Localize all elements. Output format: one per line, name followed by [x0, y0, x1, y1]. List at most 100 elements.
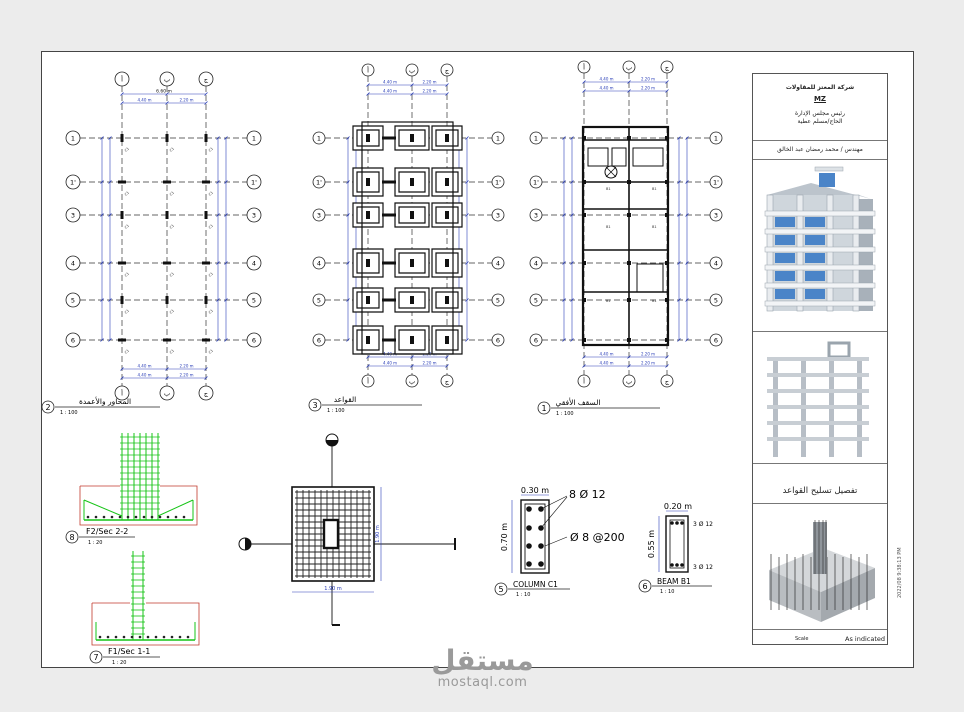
grid-label: 5	[714, 297, 718, 305]
grid-bubble	[246, 292, 262, 308]
svg-text:B1: B1	[652, 225, 657, 229]
grid-label: ج	[204, 390, 209, 398]
grid-label: 4	[714, 260, 718, 268]
grid-bubble	[312, 175, 326, 189]
column-mark	[445, 296, 449, 304]
footing-section-f2: 8 F2/Sec 2-2 1 : 20	[65, 433, 198, 546]
rebar-dot	[122, 635, 126, 639]
grid-label: 4	[534, 260, 538, 268]
grid-label: 1'	[316, 179, 322, 187]
footing-reinforcement-detail: 1.90 m 1.90 m	[238, 433, 456, 626]
grid-bubble	[198, 71, 214, 87]
grid-bubble	[246, 207, 262, 223]
footing-detail-caption: تفصيل تسليح القواعد	[782, 486, 858, 496]
rebar-dot	[98, 635, 102, 639]
svg-text:2.20 m: 2.20 m	[641, 77, 655, 82]
column-mark	[165, 134, 169, 142]
company-name: شركة المعتز للمقاولات	[785, 84, 855, 91]
beam-section-b1: 0.20 m 0.55 m 3 Ø 12 3 Ø 12 6 BEAM B1 1 …	[638, 502, 713, 595]
column-mark	[665, 338, 669, 342]
rebar-dot	[170, 635, 174, 639]
svg-text:F2/Sec 2-2: F2/Sec 2-2	[86, 527, 128, 536]
grid-label: 3	[252, 212, 256, 220]
grid-bubble	[491, 175, 505, 189]
grid-bubble	[709, 256, 723, 270]
column-mark	[366, 336, 370, 344]
column-mark	[582, 213, 586, 217]
column-mark	[202, 180, 210, 184]
grid-bubble	[440, 63, 454, 77]
svg-text:C1: C1	[124, 224, 130, 230]
rebar-dot	[166, 515, 170, 519]
svg-text:C1: C1	[208, 272, 214, 278]
column-mark	[665, 213, 669, 217]
grid-bubble	[405, 374, 419, 388]
grid-bubble	[312, 293, 326, 307]
scale-label: Scale	[795, 636, 809, 642]
grid-label: 4	[317, 260, 321, 268]
column-mark	[202, 338, 210, 342]
svg-text:C1: C1	[208, 191, 214, 197]
building-frame-elevation	[767, 341, 869, 457]
svg-text:C1: C1	[208, 349, 214, 355]
svg-text:2.20 m: 2.20 m	[179, 364, 193, 369]
column-mark	[582, 180, 586, 184]
svg-text:4.40 m: 4.40 m	[137, 364, 151, 369]
grid-bubble	[361, 374, 375, 388]
column-mark	[165, 211, 169, 219]
column-mark	[410, 211, 414, 219]
grid-bubble	[65, 207, 81, 223]
grid-label: 1	[714, 135, 718, 143]
svg-text:C1: C1	[169, 272, 175, 278]
svg-text:4.40 m: 4.40 m	[599, 361, 613, 366]
svg-text:5: 5	[498, 585, 503, 594]
engineer-name: مهندس / محمد رمضان عبد الخالق	[777, 146, 863, 153]
rebar-dot	[150, 515, 154, 519]
grid-label: 6	[71, 337, 75, 345]
svg-text:4.40 m: 4.40 m	[383, 80, 397, 85]
grid-bubble	[709, 131, 723, 145]
column-mark	[118, 338, 126, 342]
grid-label: ج	[665, 378, 670, 386]
rebar-dot	[126, 515, 130, 519]
grid-label: ب	[626, 378, 632, 386]
view-title-axes-plan: 2 المحاور والأعمدة 1 : 100	[41, 396, 160, 416]
grid-label: 3	[714, 212, 718, 220]
view-title-footing-plan: 3 القواعد 1 : 100	[308, 395, 422, 414]
grid-bubble	[312, 333, 326, 347]
scale-value: As indicated	[845, 635, 885, 643]
grid-label: 1	[317, 135, 321, 143]
rebar-dot	[130, 635, 134, 639]
column-mark	[665, 180, 669, 184]
grid-label: ب	[626, 64, 632, 72]
column-mark	[163, 338, 171, 342]
column-mark	[163, 180, 171, 184]
svg-text:COLUMN C1: COLUMN C1	[513, 580, 558, 589]
grid-label: ج	[665, 64, 670, 72]
grid-bubble	[65, 332, 81, 348]
grid-bubble	[529, 175, 543, 189]
company-cell: شركة المعتز للمقاولات MZ رئيس مجلس الإدا…	[753, 74, 887, 141]
column-mark	[120, 134, 124, 142]
grid-label: 1'	[251, 179, 257, 187]
column-mark	[120, 296, 124, 304]
grid-bubble	[622, 60, 636, 74]
svg-text:B1: B1	[606, 299, 611, 303]
grid-bubble	[491, 293, 505, 307]
grid-label: أ	[367, 66, 369, 75]
svg-text:1 : 100: 1 : 100	[60, 410, 78, 416]
svg-text:7: 7	[93, 653, 98, 662]
grid-label: ب	[409, 378, 415, 386]
column-mark	[445, 178, 449, 186]
svg-text:السقف الأفقي: السقف الأفقي	[556, 397, 601, 407]
svg-text:C1: C1	[208, 309, 214, 315]
svg-text:B1: B1	[652, 299, 657, 303]
svg-text:C1: C1	[124, 309, 130, 315]
rebar-dot	[154, 635, 158, 639]
svg-text:4.40 m: 4.40 m	[599, 352, 613, 357]
grid-label: ج	[204, 76, 209, 84]
company-logo: MZ	[813, 95, 827, 103]
column-mark	[204, 211, 208, 219]
grid-bubble	[709, 293, 723, 307]
